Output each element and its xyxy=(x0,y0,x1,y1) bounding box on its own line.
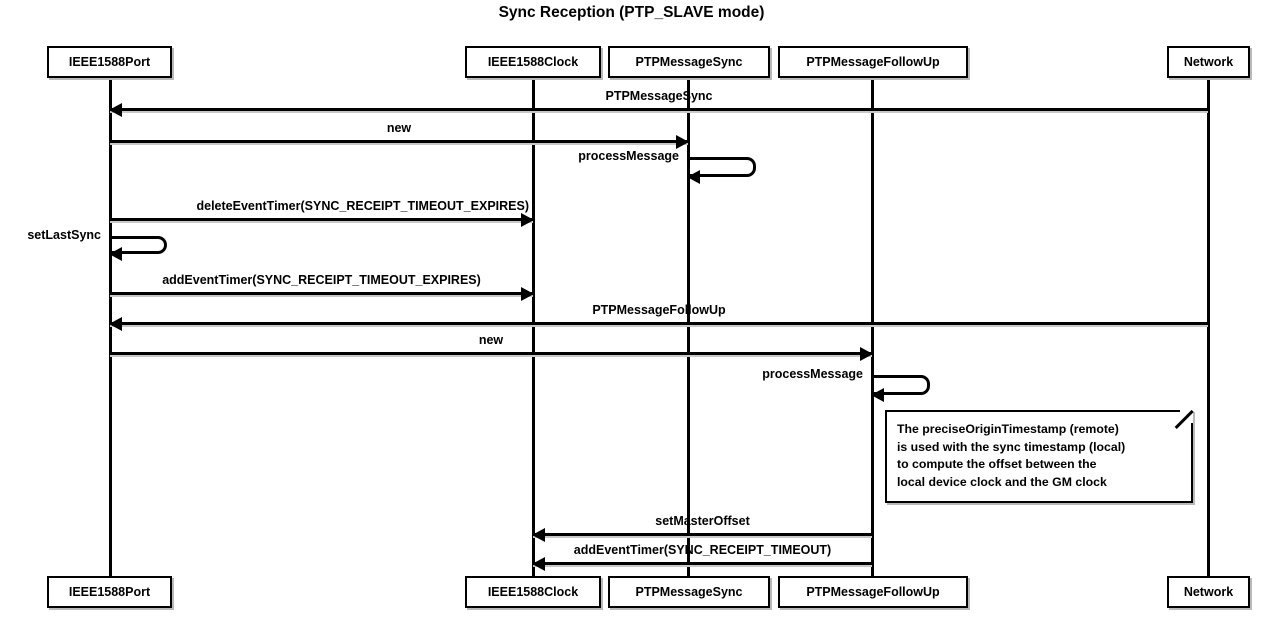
lifeline-clock xyxy=(532,78,535,576)
message-line xyxy=(110,140,688,143)
self-call-label: processMessage xyxy=(762,367,863,381)
message-label: addEventTimer(SYNC_RECEIPT_TIMEOUT) xyxy=(573,543,832,557)
arrow-head-icon xyxy=(532,556,545,571)
participant-foot-followup[interactable]: PTPMessageFollowUp xyxy=(778,576,968,608)
message-line xyxy=(110,108,1208,111)
message-line xyxy=(110,322,1208,325)
note-n1[interactable]: The preciseOriginTimestamp (remote) is u… xyxy=(885,410,1193,503)
participant-head-network[interactable]: Network xyxy=(1167,46,1250,78)
message-line xyxy=(110,352,872,355)
lifeline-sync xyxy=(687,78,690,576)
lifeline-network xyxy=(1207,78,1210,576)
participant-head-port[interactable]: IEEE1588Port xyxy=(47,46,172,78)
arrow-head-icon xyxy=(676,134,689,149)
message-label: PTPMessageSync xyxy=(605,89,713,103)
arrow-head-icon xyxy=(687,170,700,184)
message-line xyxy=(110,292,533,295)
message-label: PTPMessageFollowUp xyxy=(592,303,726,317)
self-call-s3[interactable]: processMessage xyxy=(762,367,930,402)
lifeline-followup xyxy=(871,78,874,576)
message-line xyxy=(533,533,872,536)
message-label: deleteEventTimer(SYNC_RECEIPT_TIMEOUT_EX… xyxy=(196,199,530,213)
self-call-loop xyxy=(872,375,930,395)
self-call-loop xyxy=(110,236,167,254)
self-call-loop xyxy=(688,157,756,177)
arrow-head-icon xyxy=(532,527,545,542)
arrow-head-icon xyxy=(871,388,884,402)
message-line xyxy=(533,562,872,565)
self-call-label: setLastSync xyxy=(27,228,101,242)
participant-head-sync[interactable]: PTPMessageSync xyxy=(608,46,770,78)
self-call-s1[interactable]: processMessage xyxy=(578,149,756,184)
message-label: new xyxy=(386,121,412,135)
self-call-s2[interactable]: setLastSync xyxy=(27,228,167,261)
arrow-head-icon xyxy=(109,102,122,117)
arrow-head-icon xyxy=(109,247,122,261)
note-text: The preciseOriginTimestamp (remote) is u… xyxy=(897,422,1126,489)
participant-foot-network[interactable]: Network xyxy=(1167,576,1250,608)
arrow-head-icon xyxy=(109,316,122,331)
arrow-head-icon xyxy=(521,212,534,227)
participant-head-followup[interactable]: PTPMessageFollowUp xyxy=(778,46,968,78)
participant-foot-sync[interactable]: PTPMessageSync xyxy=(608,576,770,608)
page-title: Sync Reception (PTP_SLAVE mode) xyxy=(498,4,765,21)
message-label: setMasterOffset xyxy=(655,514,750,528)
message-label: addEventTimer(SYNC_RECEIPT_TIMEOUT_EXPIR… xyxy=(162,273,481,287)
arrow-head-icon xyxy=(521,286,534,301)
message-label: new xyxy=(478,333,504,347)
participant-head-clock[interactable]: IEEE1588Clock xyxy=(465,46,601,78)
message-line xyxy=(110,218,533,221)
participant-foot-port[interactable]: IEEE1588Port xyxy=(47,576,172,608)
participant-foot-clock[interactable]: IEEE1588Clock xyxy=(465,576,601,608)
self-call-label: processMessage xyxy=(578,149,679,163)
arrow-head-icon xyxy=(860,346,873,361)
